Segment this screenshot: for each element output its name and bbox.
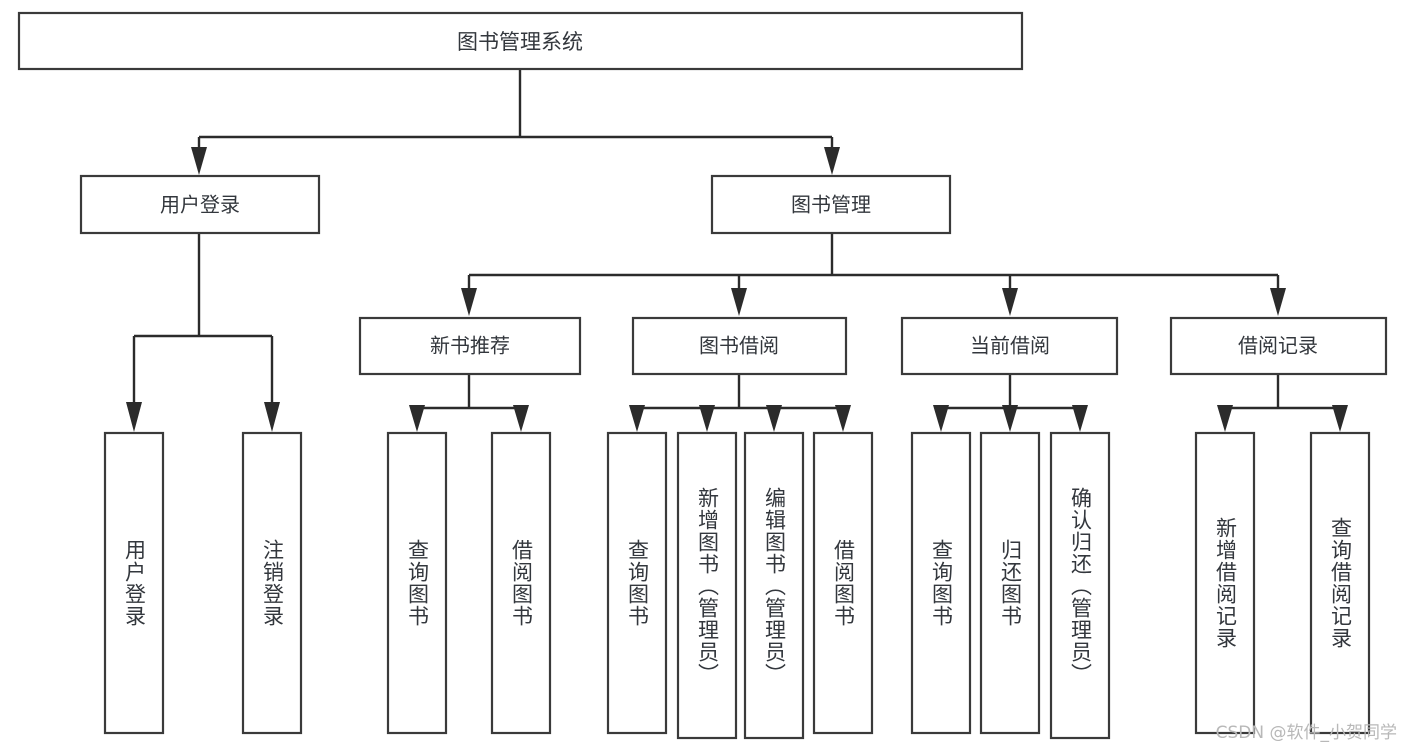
node-leaf-return-book-box[interactable] [979, 431, 1041, 735]
connector-group-new-book-recommend [409, 374, 529, 432]
node-borrow-record-label: 借阅记录 [1238, 334, 1318, 358]
arrow-to-book-manage [824, 147, 840, 175]
node-leaf-add-book-box[interactable] [676, 431, 738, 740]
node-leaf-query-book-1-box[interactable] [386, 431, 448, 735]
arrow-to-new-book-recommend [461, 288, 477, 316]
arrow-to-leaf-query-book-3 [933, 405, 949, 432]
connector-group-current-borrow [933, 374, 1088, 432]
arrow-to-leaf-confirm-return [1072, 405, 1088, 432]
node-leaf-borrow-book-2-box[interactable] [812, 431, 874, 735]
connector-group-book-borrow [629, 374, 851, 432]
arrow-to-leaf-query-book-1 [409, 405, 425, 432]
node-leaf-query-book-2-box[interactable] [606, 431, 668, 735]
node-current-borrow-label: 当前借阅 [970, 334, 1050, 358]
arrow-to-leaf-query-book-2 [629, 405, 645, 432]
arrow-to-leaf-return-book [1002, 405, 1018, 432]
node-root-box[interactable] [17, 11, 1024, 71]
node-leaf-borrow-book-1-box[interactable] [490, 431, 552, 735]
node-leaf-edit-book-box[interactable] [743, 431, 805, 740]
arrow-to-borrow-record [1270, 288, 1286, 316]
arrow-to-book-borrow [731, 288, 747, 316]
node-current-borrow[interactable]: 当前借阅 [900, 316, 1119, 376]
node-book-manage[interactable]: 图书管理 [710, 174, 952, 235]
node-leaf-query-book-3-box[interactable] [910, 431, 972, 735]
node-leaf-add-record-box[interactable] [1194, 431, 1256, 735]
node-current-borrow-box[interactable] [900, 316, 1119, 376]
arrow-to-user-login [191, 147, 207, 175]
node-user-login-label: 用户登录 [160, 193, 240, 217]
node-new-book-recommend-label: 新书推荐 [430, 334, 510, 358]
node-root[interactable]: 图书管理系统 [17, 11, 1024, 71]
arrow-to-leaf-add-record [1217, 405, 1233, 432]
arrow-to-current-borrow [1002, 288, 1018, 316]
node-leaf-user-logout-box[interactable] [241, 431, 303, 735]
node-book-borrow[interactable]: 图书借阅 [631, 316, 848, 376]
node-user-login[interactable]: 用户登录 [79, 174, 321, 235]
node-borrow-record[interactable]: 借阅记录 [1169, 316, 1388, 376]
node-user-login-box[interactable] [79, 174, 321, 235]
node-leaf-confirm-return-box[interactable] [1049, 431, 1111, 740]
node-book-manage-box[interactable] [710, 174, 952, 235]
arrow-to-leaf-borrow-book-1 [513, 405, 529, 432]
node-book-borrow-label: 图书借阅 [699, 334, 779, 358]
connector-group-book-manage [461, 233, 1286, 316]
watermark-text: CSDN @软件_小贺同学 [1215, 723, 1397, 743]
node-root-label: 图书管理系统 [457, 30, 583, 54]
arrow-to-leaf-user-login [126, 402, 142, 432]
connector-group-root [191, 69, 840, 175]
connector-group-borrow-record [1217, 374, 1348, 432]
node-new-book-recommend-box[interactable] [358, 316, 582, 376]
node-new-book-recommend[interactable]: 新书推荐 [358, 316, 582, 376]
node-book-manage-label: 图书管理 [791, 193, 871, 217]
connector-group-user-login [126, 233, 280, 432]
node-leaf-query-record-box[interactable] [1309, 431, 1371, 735]
node-book-borrow-box[interactable] [631, 316, 848, 376]
arrow-to-leaf-query-record [1332, 405, 1348, 432]
node-leaf-user-login-box[interactable] [103, 431, 165, 735]
node-borrow-record-box[interactable] [1169, 316, 1388, 376]
arrow-to-leaf-add-book [699, 405, 715, 432]
arrow-to-leaf-borrow-book-2 [835, 405, 851, 432]
arrow-to-leaf-edit-book [766, 405, 782, 432]
arrow-to-leaf-user-logout [264, 402, 280, 432]
